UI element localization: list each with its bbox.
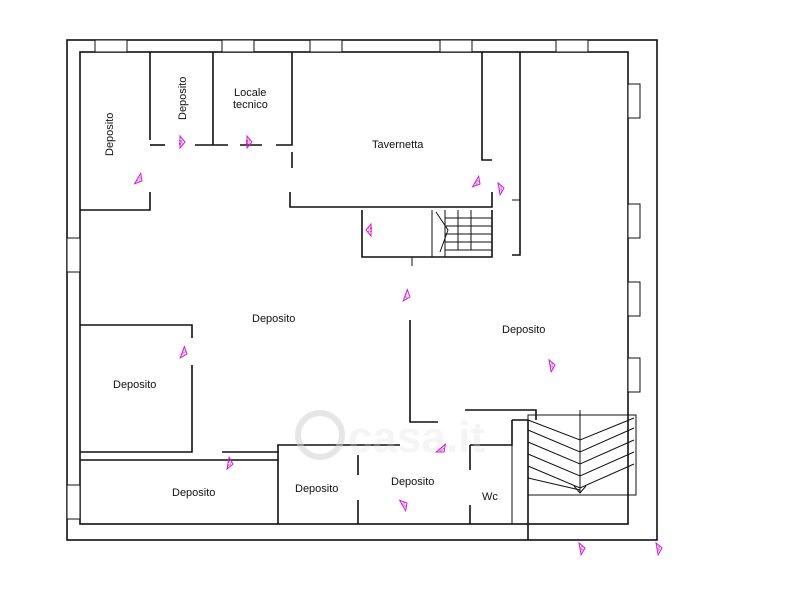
svg-text:56: 56 [579,545,586,552]
view-marker: 51 [365,222,372,238]
svg-text:47: 47 [403,292,411,299]
room-label-deposito-east: Deposito [502,324,545,336]
view-marker: 49 [471,174,481,188]
view-marker: 47 [402,288,411,303]
room-label-locale-tecnico-1: Locale [234,87,266,99]
view-marker: 55 [246,134,253,150]
svg-text:56: 56 [656,545,663,552]
svg-text:53: 53 [135,176,143,184]
room-label-tavernetta: Tavernetta [372,139,424,151]
exterior-stairs [527,410,637,496]
room-labels: Deposito Deposito Locale tecnico Taverne… [104,77,545,503]
view-markers: 53 54 55 49 48 51 47 46 [133,134,663,557]
top-windows [94,39,589,53]
watermark: casa.it [295,410,485,462]
svg-text:44: 44 [438,446,446,454]
svg-text:50: 50 [180,349,188,356]
room-label-deposito-small: Deposito [177,77,189,120]
room-label-deposito-south: Deposito [391,476,434,488]
svg-text:52: 52 [227,460,234,467]
room-label-deposito-sw: Deposito [172,487,215,499]
room-label-deposito-west: Deposito [113,379,156,391]
left-windows [66,237,81,520]
view-marker: 44 [434,443,446,454]
right-windows [627,83,641,393]
room-label-deposito-south-mid: Deposito [295,483,338,495]
svg-text:45: 45 [400,501,408,509]
svg-text:51: 51 [366,227,372,233]
svg-text:55: 55 [246,139,252,145]
watermark-text: casa.it [348,413,485,462]
outer-walls [66,39,658,541]
view-marker: 54 [179,134,186,150]
view-marker: 50 [179,345,188,360]
interior-stairs [431,210,492,257]
room-label-deposito-nw: Deposito [104,113,116,156]
view-marker: 45 [398,499,409,513]
view-marker: 53 [133,171,143,185]
room-label-deposito-center: Deposito [252,313,295,325]
view-marker: 52 [226,455,234,471]
svg-text:54: 54 [179,139,185,145]
svg-text:49: 49 [473,179,481,187]
interior-walls [80,52,537,540]
svg-text:46: 46 [549,362,556,369]
svg-text:48: 48 [498,185,505,192]
room-label-wc: Wc [482,491,498,503]
view-marker: 56 [578,541,586,557]
view-marker: 48 [497,181,505,197]
view-marker: 46 [548,358,556,374]
view-marker: 56 [655,541,663,557]
room-label-locale-tecnico-2: tecnico [233,99,268,111]
